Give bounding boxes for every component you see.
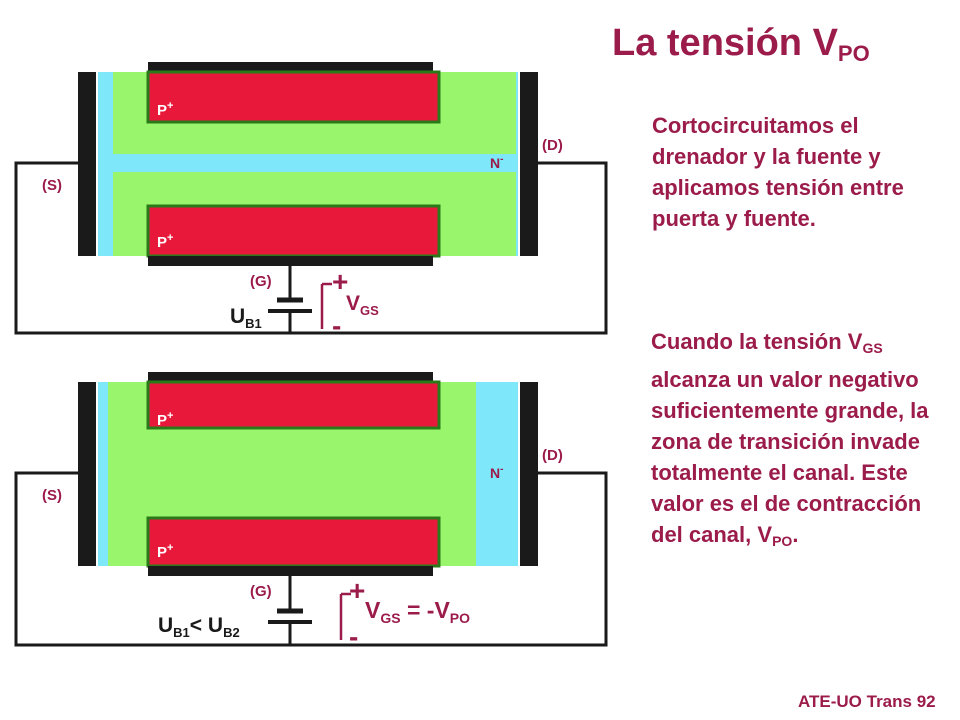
vgs-minus-sign: -: [332, 310, 341, 341]
gate-label: (G): [250, 273, 272, 290]
vgs-equals-label: VGS = -VPO: [365, 597, 470, 626]
jfet-diagram-top: P+ P+ N- (S) (D) (G) UB1 + - VGS: [14, 62, 608, 341]
gate-contact-upper: [148, 372, 433, 382]
vgs-label: VGS: [346, 292, 379, 318]
n-minus-label: N-: [490, 154, 503, 171]
n-minus-label: N-: [490, 464, 503, 481]
intro-paragraph: Cortocircuitamos el drenador y la fuente…: [652, 113, 904, 231]
gate-contact-upper: [148, 62, 433, 72]
p-plus-region-lower: [146, 204, 441, 258]
gate-label: (G): [250, 583, 272, 600]
source-label: (S): [42, 177, 62, 194]
battery-label: UB1< UB2: [158, 614, 240, 640]
explanation-paragraph: Cuando la tensión VGS alcanza un valor n…: [651, 329, 929, 549]
p-plus-label-upper: P+: [157, 100, 173, 119]
page-title: La tensión VPO: [612, 22, 870, 66]
drain-label: (D): [542, 447, 563, 464]
vgs-minus-sign: -: [349, 621, 358, 652]
drain-contact: [520, 72, 538, 256]
vgs-plus-sign: +: [332, 266, 348, 297]
p-plus-region-upper: [146, 70, 441, 124]
p-plus-region-lower: [146, 516, 441, 568]
vgs-plus-sign: +: [349, 575, 365, 606]
slide-footer: ATE-UO Trans 92: [798, 692, 936, 711]
gate-contact-lower: [148, 566, 433, 576]
gate-contact-lower: [148, 256, 433, 266]
external-wire: [14, 471, 608, 647]
drain-label: (D): [542, 137, 563, 154]
p-plus-label-upper: P+: [157, 410, 173, 429]
external-wire: [14, 161, 608, 335]
jfet-diagram-bottom: P+ P+ N- (S) (D) (G) UB1< UB2 + - VGS = …: [14, 372, 608, 652]
p-plus-label-lower: P+: [157, 542, 173, 561]
source-label: (S): [42, 487, 62, 504]
battery-label: UB1: [230, 305, 262, 331]
drain-contact: [520, 382, 538, 566]
p-plus-label-lower: P+: [157, 232, 173, 251]
p-plus-region-upper: [146, 380, 441, 430]
